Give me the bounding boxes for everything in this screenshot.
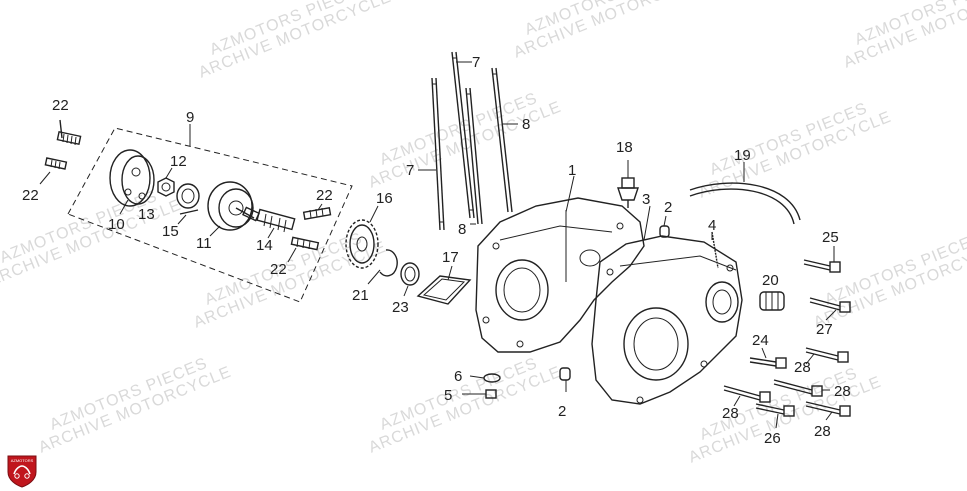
callout-22: 22 bbox=[316, 187, 333, 204]
crankcase-right-part bbox=[591, 205, 743, 405]
pin-part bbox=[177, 209, 199, 225]
callout-22: 22 bbox=[270, 261, 287, 278]
stud-part bbox=[491, 67, 518, 213]
callout-23: 23 bbox=[392, 299, 409, 316]
stud-part bbox=[418, 77, 445, 231]
callout-7: 7 bbox=[472, 54, 480, 71]
callout-1: 1 bbox=[568, 162, 576, 179]
stud-part bbox=[711, 231, 719, 269]
bolt-part bbox=[287, 236, 320, 263]
bolt-part bbox=[749, 347, 787, 369]
plug-part bbox=[462, 389, 497, 399]
callout-20: 20 bbox=[762, 272, 779, 289]
callout-28: 28 bbox=[722, 405, 739, 422]
oil-strainer-part bbox=[416, 265, 472, 305]
callout-22: 22 bbox=[22, 187, 39, 204]
callout-5: 5 bbox=[444, 387, 452, 404]
callout-9: 9 bbox=[186, 109, 194, 126]
logo-text: AZMOTORS bbox=[11, 458, 34, 463]
callout-10: 10 bbox=[108, 216, 125, 233]
stud-part bbox=[451, 51, 475, 219]
callout-16: 16 bbox=[376, 190, 393, 207]
bolt-part bbox=[755, 403, 795, 429]
bolt-part bbox=[56, 119, 82, 146]
pump-body-part bbox=[207, 181, 260, 237]
oil-pump-group-outline bbox=[67, 127, 353, 303]
callout-28: 28 bbox=[814, 423, 831, 440]
breather-part bbox=[617, 160, 639, 208]
callout-11: 11 bbox=[196, 235, 212, 252]
sprocket-part bbox=[345, 205, 379, 269]
callout-24: 24 bbox=[752, 332, 769, 349]
callout-8: 8 bbox=[522, 116, 530, 133]
callout-28: 28 bbox=[794, 359, 811, 376]
callout-13: 13 bbox=[138, 206, 155, 223]
callout-27: 27 bbox=[816, 321, 833, 338]
callout-15: 15 bbox=[162, 223, 179, 240]
crankcase-left-part bbox=[475, 175, 645, 353]
bolt-part bbox=[302, 203, 332, 221]
breather-tube-part bbox=[689, 162, 801, 225]
circlip-part bbox=[367, 249, 398, 285]
callout-26: 26 bbox=[764, 430, 781, 447]
callout-18: 18 bbox=[616, 139, 633, 156]
bolt-part bbox=[803, 246, 841, 273]
callout-12: 12 bbox=[170, 153, 187, 170]
callout-6: 6 bbox=[454, 368, 462, 385]
screw-part bbox=[39, 157, 68, 185]
callout-17: 17 bbox=[442, 249, 459, 266]
callout-7: 7 bbox=[406, 162, 414, 179]
bolt-part bbox=[723, 385, 771, 407]
bolt-part bbox=[805, 347, 849, 365]
stud-part bbox=[465, 87, 483, 225]
bolt-part bbox=[805, 401, 851, 421]
callout-19: 19 bbox=[734, 147, 751, 164]
pump-cover-part bbox=[109, 149, 155, 215]
pump-rotor-part bbox=[157, 167, 200, 209]
callout-4: 4 bbox=[708, 217, 716, 234]
dowel-pin-part bbox=[659, 215, 670, 238]
bolt-part bbox=[773, 379, 830, 397]
washer-part bbox=[469, 373, 501, 383]
callout-25: 25 bbox=[822, 229, 839, 246]
relief-valve-part bbox=[256, 208, 296, 239]
callout-22: 22 bbox=[52, 97, 69, 114]
bolt-part bbox=[809, 297, 851, 321]
callout-8: 8 bbox=[458, 221, 466, 238]
callout-2: 2 bbox=[558, 403, 566, 420]
callout-28: 28 bbox=[834, 383, 851, 400]
callout-14: 14 bbox=[256, 237, 273, 254]
azmotors-logo: AZMOTORS bbox=[7, 455, 37, 488]
callout-2: 2 bbox=[664, 199, 672, 216]
bearing-part bbox=[759, 291, 785, 311]
callout-21: 21 bbox=[352, 287, 369, 304]
oil-seal-part bbox=[400, 262, 420, 297]
callout-3: 3 bbox=[642, 191, 650, 208]
dowel-pin-part bbox=[559, 367, 571, 392]
